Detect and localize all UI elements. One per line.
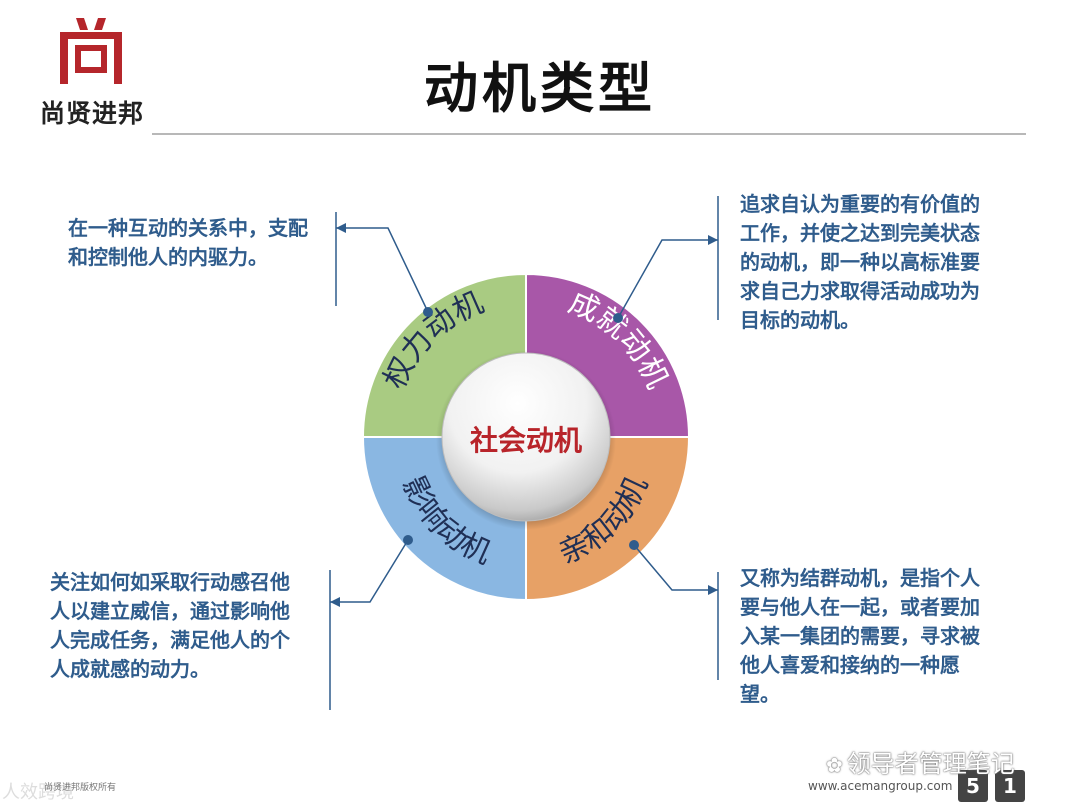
connector-influence: [330, 539, 409, 603]
connector-power: [336, 227, 429, 313]
logo-mark-icon: [60, 18, 122, 84]
left-watermark: 人效跨境: [2, 782, 74, 803]
page-number-digit-2: 1: [995, 770, 1025, 802]
description-influence: 关注如何如采取行动感召他人以建立威信，通过影响他人完成任务，满足他人的个人成就感…: [50, 570, 290, 681]
wechat-watermark: ✿领导者管理笔记: [826, 744, 1015, 779]
connector-affiliation: [633, 544, 718, 591]
page-number-digit-1: 5: [958, 770, 988, 802]
arrow-power: [336, 223, 346, 233]
description-affiliation: 又称为结群动机，是指个人要与他人在一起，或者要加入某一集团的需要，寻求被他人喜爱…: [740, 566, 980, 706]
connector-endpoints: [330, 223, 718, 607]
connector-achievement: [617, 239, 718, 319]
dot-affiliation: [629, 540, 639, 550]
description-power: 在一种互动的关系中，支配和控制他人的内驱力。: [68, 216, 308, 269]
arrow-affiliation: [708, 585, 718, 595]
description-achievement: 追求自认为重要的有价值的工作，并使之达到完美状态的动机，即一种以高标准要求自己力…: [740, 192, 980, 332]
title-divider: [152, 133, 1026, 135]
company-logo: 尚贤进邦: [22, 18, 162, 128]
dot-achievement: [613, 313, 623, 323]
logo-text: 尚贤进邦: [39, 99, 144, 128]
copyright-text: 尚贤进邦版权所有: [44, 783, 117, 793]
wechat-icon: ✿: [826, 753, 843, 777]
page-title: 动机类型: [424, 57, 656, 120]
center-label: 社会动机: [470, 424, 582, 457]
arrow-achievement: [708, 235, 718, 245]
arrow-influence: [330, 597, 340, 607]
watermark-text: 领导者管理笔记: [846, 750, 1015, 778]
center-sphere: [441, 352, 611, 522]
dot-influence: [403, 535, 413, 545]
footer-url: www.acemangroup.com: [808, 779, 953, 793]
dot-power: [423, 307, 433, 317]
